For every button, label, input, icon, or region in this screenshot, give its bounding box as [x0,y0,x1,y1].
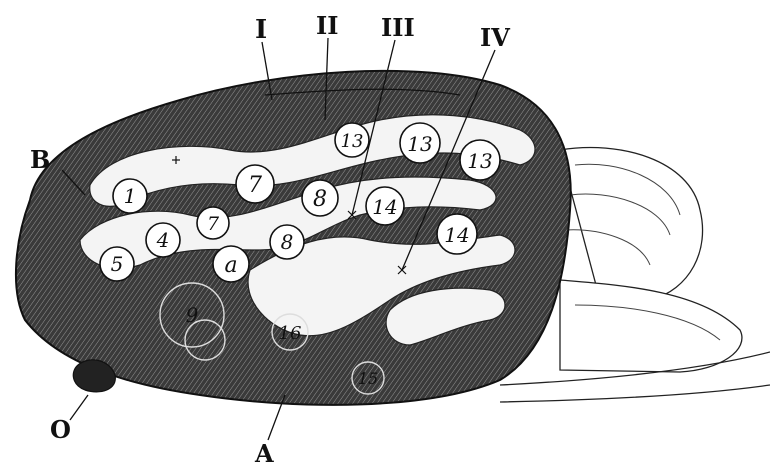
svg-text:14: 14 [444,223,469,247]
svg-text:16: 16 [279,323,302,344]
region-13a: 13 [335,123,369,157]
label-IV: IV [480,23,510,52]
label-II: II [316,11,338,40]
region-8b: 8 [270,225,304,259]
label-III: III [381,13,415,42]
region-a: a [213,246,249,282]
region-7a: 7 [236,165,274,203]
svg-text:7: 7 [207,213,220,235]
svg-text:9: 9 [186,303,199,327]
svg-text:8: 8 [313,187,327,212]
region-13c: 13 [460,140,500,180]
label-B: B [30,145,50,174]
region-14a: 14 [366,187,404,225]
region-5: 5 [100,247,134,281]
svg-text:8: 8 [281,230,294,254]
svg-text:14: 14 [372,195,397,219]
svg-text:13: 13 [467,149,492,173]
svg-text:a: a [224,253,237,278]
label-O: O [50,415,71,444]
svg-text:1: 1 [124,184,137,208]
svg-text:5: 5 [111,252,124,276]
svg-text:4: 4 [156,228,170,252]
region-14b: 14 [437,214,477,254]
region-7b: 7 [197,207,229,239]
svg-text:13: 13 [407,132,432,156]
svg-text:7: 7 [248,173,262,198]
svg-text:13: 13 [341,131,364,152]
label-A: A [254,439,274,466]
region-4: 4 [146,223,180,257]
svg-text:15: 15 [358,369,378,388]
label-I: I [255,15,267,45]
region-1: 1 [113,179,147,213]
region-8a: 8 [302,180,338,216]
region-13b: 13 [400,123,440,163]
